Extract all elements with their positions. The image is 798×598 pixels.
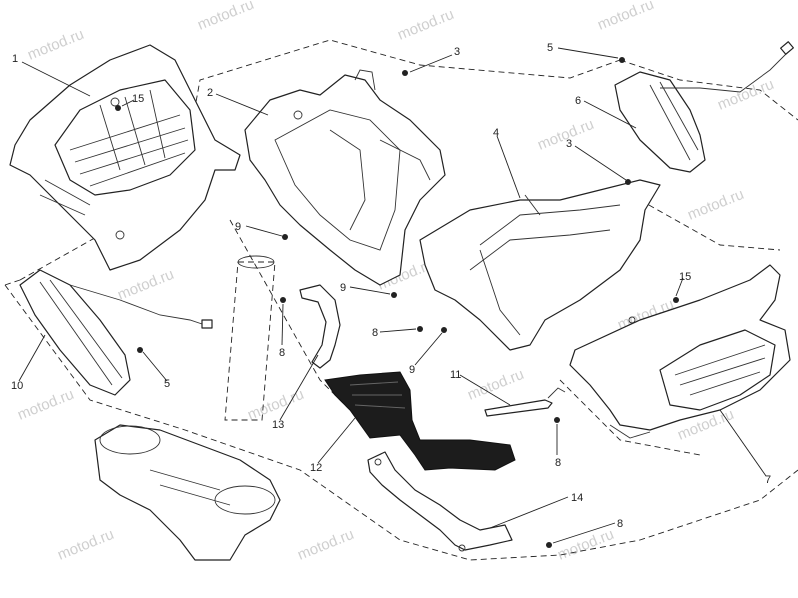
screw-icon (417, 326, 423, 332)
callout-3: 3 (454, 46, 460, 58)
callout-14: 14 (571, 492, 583, 504)
callout-10: 10 (11, 380, 23, 392)
watermark: motod.ru (685, 186, 746, 224)
watermark: motod.ru (715, 76, 776, 114)
watermark: motod.ru (395, 6, 456, 44)
watermark: motod.ru (25, 26, 86, 64)
screw-icon (115, 105, 121, 111)
watermark: motod.ru (55, 526, 116, 564)
watermark: motod.ru (595, 0, 656, 34)
screw-icon (546, 542, 552, 548)
steering-column (94, 255, 281, 561)
part-6-turn-indicator (614, 41, 795, 173)
watermark: motod.ru (555, 526, 616, 564)
callout-2: 2 (207, 87, 213, 99)
callout-12: 12 (310, 462, 322, 474)
part-4-right-inner-panel (419, 179, 661, 351)
watermark: motod.ru (115, 266, 176, 304)
screw-icon (619, 57, 625, 63)
part-1-left-cover (9, 44, 241, 271)
callout-9: 9 (235, 221, 241, 233)
screw-icon (280, 297, 286, 303)
fasteners (115, 57, 679, 548)
part-7-right-cover (569, 264, 791, 439)
screw-icon (625, 179, 631, 185)
screw-icon (402, 70, 408, 76)
callout-15: 15 (679, 271, 691, 283)
callout-7: 7 (765, 474, 771, 486)
callout-5: 5 (164, 378, 170, 390)
callout-13: 13 (272, 419, 284, 431)
callout-9: 9 (340, 282, 346, 294)
part-14-bracket (367, 451, 513, 552)
callout-8: 8 (617, 518, 623, 530)
part-13-bracket (299, 284, 341, 369)
screw-icon (441, 327, 447, 333)
watermark: motod.ru (465, 366, 526, 404)
watermark: motod.ru (195, 0, 256, 34)
part-2-inner-panel (244, 69, 446, 286)
part-12-air-duct (324, 371, 516, 471)
callout-15: 15 (132, 93, 144, 105)
callout-5: 5 (547, 42, 553, 54)
callout-9: 9 (409, 364, 415, 376)
screw-icon (282, 234, 288, 240)
watermark: motod.ru (295, 526, 356, 564)
callout-11: 11 (450, 369, 461, 381)
leader-lines (18, 47, 767, 544)
callout-1: 1 (12, 53, 18, 65)
callout-labels: 1 15 2 3 5 6 3 4 15 9 9 8 9 8 10 5 13 12… (11, 42, 771, 530)
callout-8: 8 (279, 347, 285, 359)
screw-icon (137, 347, 143, 353)
screw-icon (673, 297, 679, 303)
callout-6: 6 (575, 95, 581, 107)
callout-8: 8 (372, 327, 378, 339)
callout-4: 4 (493, 127, 499, 139)
callout-8: 8 (555, 457, 561, 469)
part-10-turn-indicator (19, 269, 213, 396)
screw-icon (554, 417, 560, 423)
screw-icon (391, 292, 397, 298)
watermark: motod.ru (15, 386, 76, 424)
callout-3: 3 (566, 138, 572, 150)
part-11-rod (484, 387, 566, 417)
